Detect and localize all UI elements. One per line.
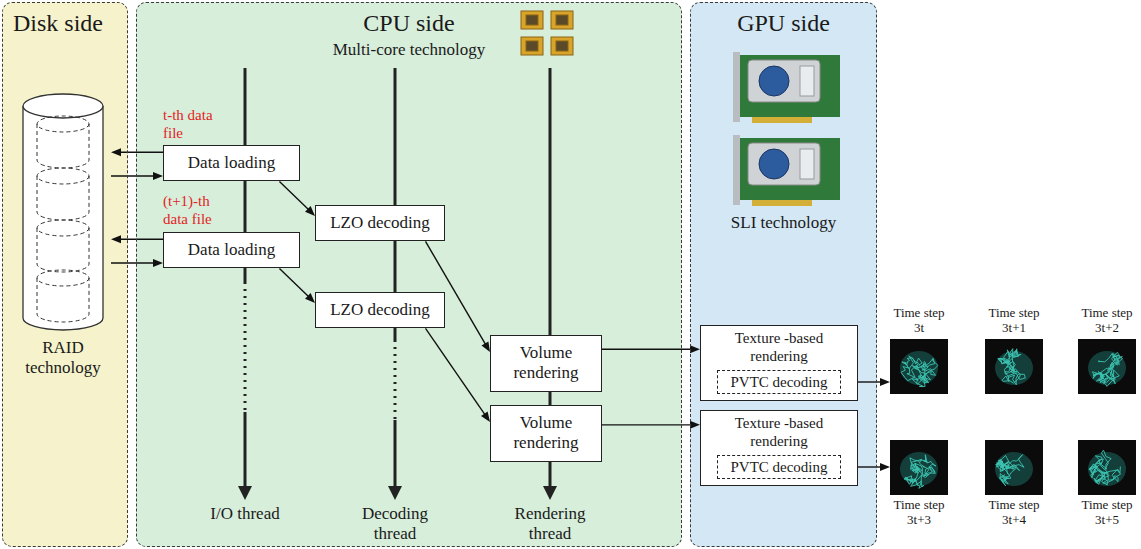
panel-subtitle: Multi-core technology [147, 40, 671, 60]
time-step-label: Time step 3t+2 [1078, 306, 1136, 336]
gpu-process-box: Texture -based renderingPVTC decoding [700, 410, 858, 486]
connector-arrow [111, 259, 163, 267]
gpu-panel-fill [690, 2, 877, 547]
thread-label: I/O thread [205, 504, 285, 524]
rendered-frame: Time step 3t+3 [890, 440, 948, 528]
multicore-chip-icon [521, 11, 573, 55]
thread-label: Rendering thread [510, 504, 590, 545]
time-step-label: Time step 3t+1 [985, 306, 1043, 336]
disk-panel-fill [2, 2, 128, 547]
connector-arrow [279, 268, 315, 303]
node-text: Texture -based rendering [707, 414, 851, 450]
panel-title: CPU side [147, 9, 671, 38]
cpu-side-panel: CPU sideMulti-core technologyData loadin… [136, 2, 682, 547]
process-box: Data loading [163, 145, 300, 181]
connector-arrow [111, 235, 163, 243]
node-text: Volume rendering [497, 413, 595, 454]
process-box: LZO decoding [315, 292, 445, 328]
connector-arrow [858, 463, 890, 471]
connector-arrow [111, 172, 163, 180]
gpu-process-box: Texture -based renderingPVTC decoding [700, 325, 858, 401]
connector-arrow [858, 378, 890, 386]
cpu-panel-fill [136, 2, 682, 547]
panel-title: Disk side [13, 9, 117, 38]
volume-render-image [985, 440, 1043, 495]
process-box: Volume rendering [490, 405, 602, 462]
process-box: Volume rendering [490, 335, 602, 392]
time-step-label: Time step 3t+4 [985, 498, 1043, 528]
process-box: Data loading [163, 232, 300, 268]
node-text: LZO decoding [322, 300, 438, 320]
node-text: PVTC decoding [722, 458, 836, 476]
node-text: Volume rendering [497, 343, 595, 384]
gpu-card-photo [733, 135, 840, 206]
rendered-frame: Time step 3t [890, 306, 948, 394]
dashed-subprocess-box: PVTC decoding [717, 455, 841, 479]
node-text: Texture -based rendering [707, 329, 851, 365]
dashed-subprocess-box: PVTC decoding [717, 370, 841, 394]
connector-arrow [111, 148, 163, 156]
panel-subtitle: SLI technology [701, 213, 866, 233]
volume-render-image [1078, 339, 1136, 394]
gpu-card-photo [733, 52, 840, 123]
volume-render-image [985, 339, 1043, 394]
rendered-frame: Time step 3t+4 [985, 440, 1043, 528]
raid-storage: RAID technology [15, 92, 111, 379]
panel-title: GPU side [701, 9, 866, 38]
gpu-side-panel: GPU sideSLI technologyTexture -based ren… [690, 2, 877, 547]
node-text: PVTC decoding [722, 373, 836, 391]
data-file-note: (t+1)-th data file [163, 192, 233, 228]
node-text: RAID technology [15, 338, 111, 379]
disk-side-panel: Disk sideRAID technology [2, 2, 128, 547]
volume-render-image [890, 440, 948, 495]
rendered-frame: Time step 3t+1 [985, 306, 1043, 394]
connector-arrow [426, 328, 491, 422]
raid-cylinder-icon [15, 92, 111, 332]
rendered-frame: Time step 3t+2 [1078, 306, 1136, 394]
data-file-note: t-th data file [163, 106, 233, 142]
connector-arrow [602, 345, 700, 353]
connector-arrow [602, 421, 700, 429]
time-step-label: Time step 3t+5 [1078, 498, 1136, 528]
rendered-frame: Time step 3t+5 [1078, 440, 1136, 528]
connector-arrow [279, 181, 315, 216]
thread-label: Decoding thread [355, 504, 435, 545]
node-text: Data loading [170, 240, 293, 260]
time-step-label: Time step 3t [890, 306, 948, 336]
node-text: LZO decoding [322, 213, 438, 233]
process-box: LZO decoding [315, 205, 445, 241]
volume-render-image [890, 339, 948, 394]
volume-render-image [1078, 440, 1136, 495]
time-step-label: Time step 3t+3 [890, 498, 948, 528]
node-text: Data loading [170, 153, 293, 173]
